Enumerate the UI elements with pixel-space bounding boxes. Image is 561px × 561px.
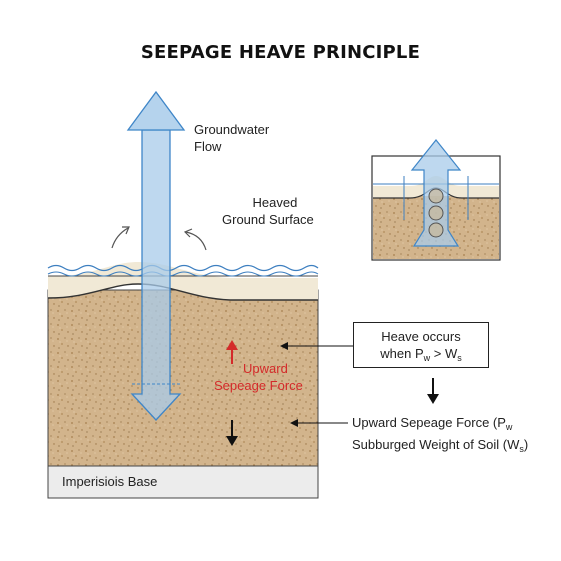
inset-detail [371, 139, 501, 261]
force-note-line1-sub: w [505, 422, 513, 432]
heaved-surface-label-line2: Ground Surface [222, 212, 314, 227]
flow-arrow-shaft [130, 129, 182, 421]
leader-lines [280, 342, 353, 427]
condition-line1: Heave occurs [381, 329, 461, 344]
condition-sub-s: s [457, 353, 462, 363]
upward-force-label: Upward Sepeage Force [214, 360, 303, 394]
force-note: Upward Sepeage Force (Pw Subburged Weigh… [352, 414, 528, 458]
heaved-ground-line [47, 283, 318, 301]
upward-force-arrow-icon [226, 340, 238, 364]
force-note-line2-suffix: ) [523, 437, 529, 452]
condition-down-arrow-icon [427, 378, 439, 404]
downward-weight-arrow-icon [226, 420, 238, 446]
heave-motion-arrows [111, 226, 207, 251]
condition-sub-w: w [423, 353, 431, 363]
impervious-base [47, 465, 319, 499]
upward-force-label-line1: Upward [243, 361, 288, 376]
topsoil-layer [48, 262, 318, 300]
condition-mid: > W [430, 346, 458, 361]
soil-column [47, 262, 319, 499]
heaved-surface-label-line1: Heaved [252, 195, 298, 210]
groundwater-flow-label: Groundwater Flow [194, 121, 269, 155]
groundwater-flow-label-line1: Groundwater [194, 122, 270, 137]
force-note-line2: Subburged Weight of Soil (Ws) [352, 436, 528, 458]
right-heave-arrowhead-icon [183, 228, 193, 238]
water-surface-wave-2 [47, 271, 319, 277]
upward-force-label-line2: Sepeage Force [214, 378, 303, 393]
heaved-surface-label: Heaved Ground Surface [222, 194, 314, 228]
force-note-line1-text: Upward Sepeage Force (P [352, 415, 506, 430]
leader-to-condition-head-icon [280, 342, 288, 350]
inset-particle-1 [428, 188, 444, 204]
heave-condition-box: Heave occurs when Pw > Ws [353, 322, 489, 368]
impervious-base-label: Imperisiois Base [62, 474, 158, 489]
soil-body [47, 289, 319, 467]
groundwater-flow-arrow [126, 90, 186, 421]
force-note-line2-text: Subburged Weight of Soil (W [352, 437, 520, 452]
inset-particle-3 [428, 222, 444, 238]
left-heave-arrowhead-icon [122, 226, 130, 235]
condition-prefix: when P [380, 346, 424, 361]
right-heave-arc-icon [185, 231, 207, 251]
flow-arrow-head [126, 90, 186, 131]
leader-to-force-note-head-icon [290, 419, 298, 427]
groundwater-flow-label-line2: Flow [194, 139, 222, 154]
condition-line2: when Pw > Ws [354, 345, 488, 367]
force-note-line2-sub: s [519, 444, 524, 454]
left-heave-arc-icon [111, 227, 129, 249]
inset-particle-2 [428, 205, 444, 221]
water-surface-wave [47, 264, 319, 272]
diagram-title: SEEPAGE HEAVE PRINCIPLE [140, 42, 421, 63]
force-note-line1: Upward Sepeage Force (Pw [352, 414, 528, 436]
